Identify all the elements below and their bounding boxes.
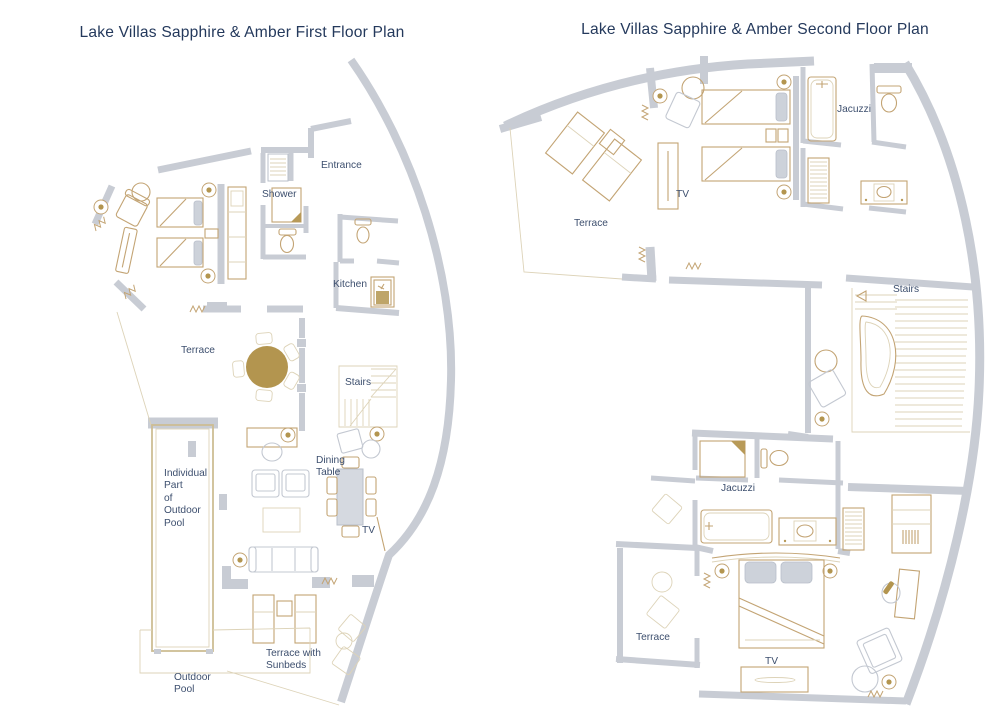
toilet-icon — [760, 448, 789, 469]
spotlight-icon — [881, 674, 897, 690]
label-outdoor-pool: Outdoor Pool — [174, 672, 211, 696]
f2-terrace-bottom — [646, 493, 683, 629]
f1-bedroom-furniture — [91, 182, 247, 313]
second-floor-plan — [498, 56, 985, 706]
toilet-icon — [876, 85, 902, 113]
label-kitchen: Kitchen — [333, 279, 367, 290]
jacuzzi-tub-icon — [700, 509, 773, 544]
tv-icon — [376, 516, 386, 552]
label-terrace-sunbeds: Terrace with Sunbeds — [266, 648, 321, 672]
f1-walls — [91, 57, 456, 704]
label-terrace-bottom: Terrace — [636, 632, 670, 643]
spotlight-icon — [369, 426, 385, 442]
f2-wardrobe-sitting — [808, 349, 932, 554]
pool-icon — [151, 424, 214, 652]
jacuzzi-tub-icon — [807, 76, 837, 142]
label-tv-bottom: TV — [765, 656, 779, 667]
spotlight-icon — [201, 182, 217, 198]
f2-terrace-top — [544, 76, 705, 270]
label-terrace-f1: Terrace — [181, 345, 215, 356]
f2-bedroom-bottom — [703, 552, 921, 698]
label-jacuzzi-top: Jacuzzi — [837, 104, 871, 115]
tv-console-icon — [657, 142, 679, 210]
spotlight-icon — [280, 427, 296, 443]
f2-bedroom-top — [701, 74, 792, 200]
f1-pool-sunbeds — [139, 424, 366, 706]
label-entrance: Entrance — [321, 160, 362, 171]
label-stairs-f1: Stairs — [345, 377, 372, 388]
f1-terrace — [116, 311, 300, 426]
first-floor-title: Lake Villas Sapphire & Amber First Floor… — [79, 24, 405, 41]
label-dining-table: Dining Table — [316, 455, 345, 479]
round-table-icon — [246, 346, 288, 388]
label-shower: Shower — [262, 189, 297, 200]
f2-walls — [498, 56, 985, 706]
spotlight-icon — [814, 411, 830, 427]
spotlight-icon — [714, 563, 730, 579]
spotlight-icon — [776, 184, 792, 200]
f1-shower-wc-kitchen — [267, 153, 395, 308]
spotlight-icon — [93, 199, 109, 215]
spotlight-icon — [652, 88, 668, 104]
tv-console-icon — [740, 666, 809, 693]
dining-table-icon — [336, 468, 364, 526]
label-terrace-top: Terrace — [574, 218, 608, 229]
f2-stairs — [851, 288, 970, 433]
label-tv-top: TV — [676, 189, 690, 200]
spotlight-icon — [200, 268, 216, 284]
first-floor-plan — [91, 57, 456, 706]
second-floor-title: Lake Villas Sapphire & Amber Second Floo… — [581, 21, 929, 38]
f1-living-dining — [232, 426, 386, 585]
toilet-icon — [278, 228, 297, 254]
label-tv-f1: TV — [362, 525, 376, 536]
f1-stairs — [338, 365, 398, 428]
label-stairs-f2: Stairs — [893, 284, 920, 295]
label-jacuzzi-mid: Jacuzzi — [721, 483, 755, 494]
f2-bathroom-top — [807, 76, 908, 205]
double-bed-icon — [738, 559, 825, 649]
label-individual-pool: Individual Part of Outdoor Pool — [164, 468, 208, 529]
toilet-icon — [354, 218, 372, 244]
spotlight-icon — [776, 74, 792, 90]
spotlight-icon — [232, 552, 248, 568]
f2-bathroom-mid — [699, 440, 865, 551]
spotlight-icon — [822, 563, 838, 579]
